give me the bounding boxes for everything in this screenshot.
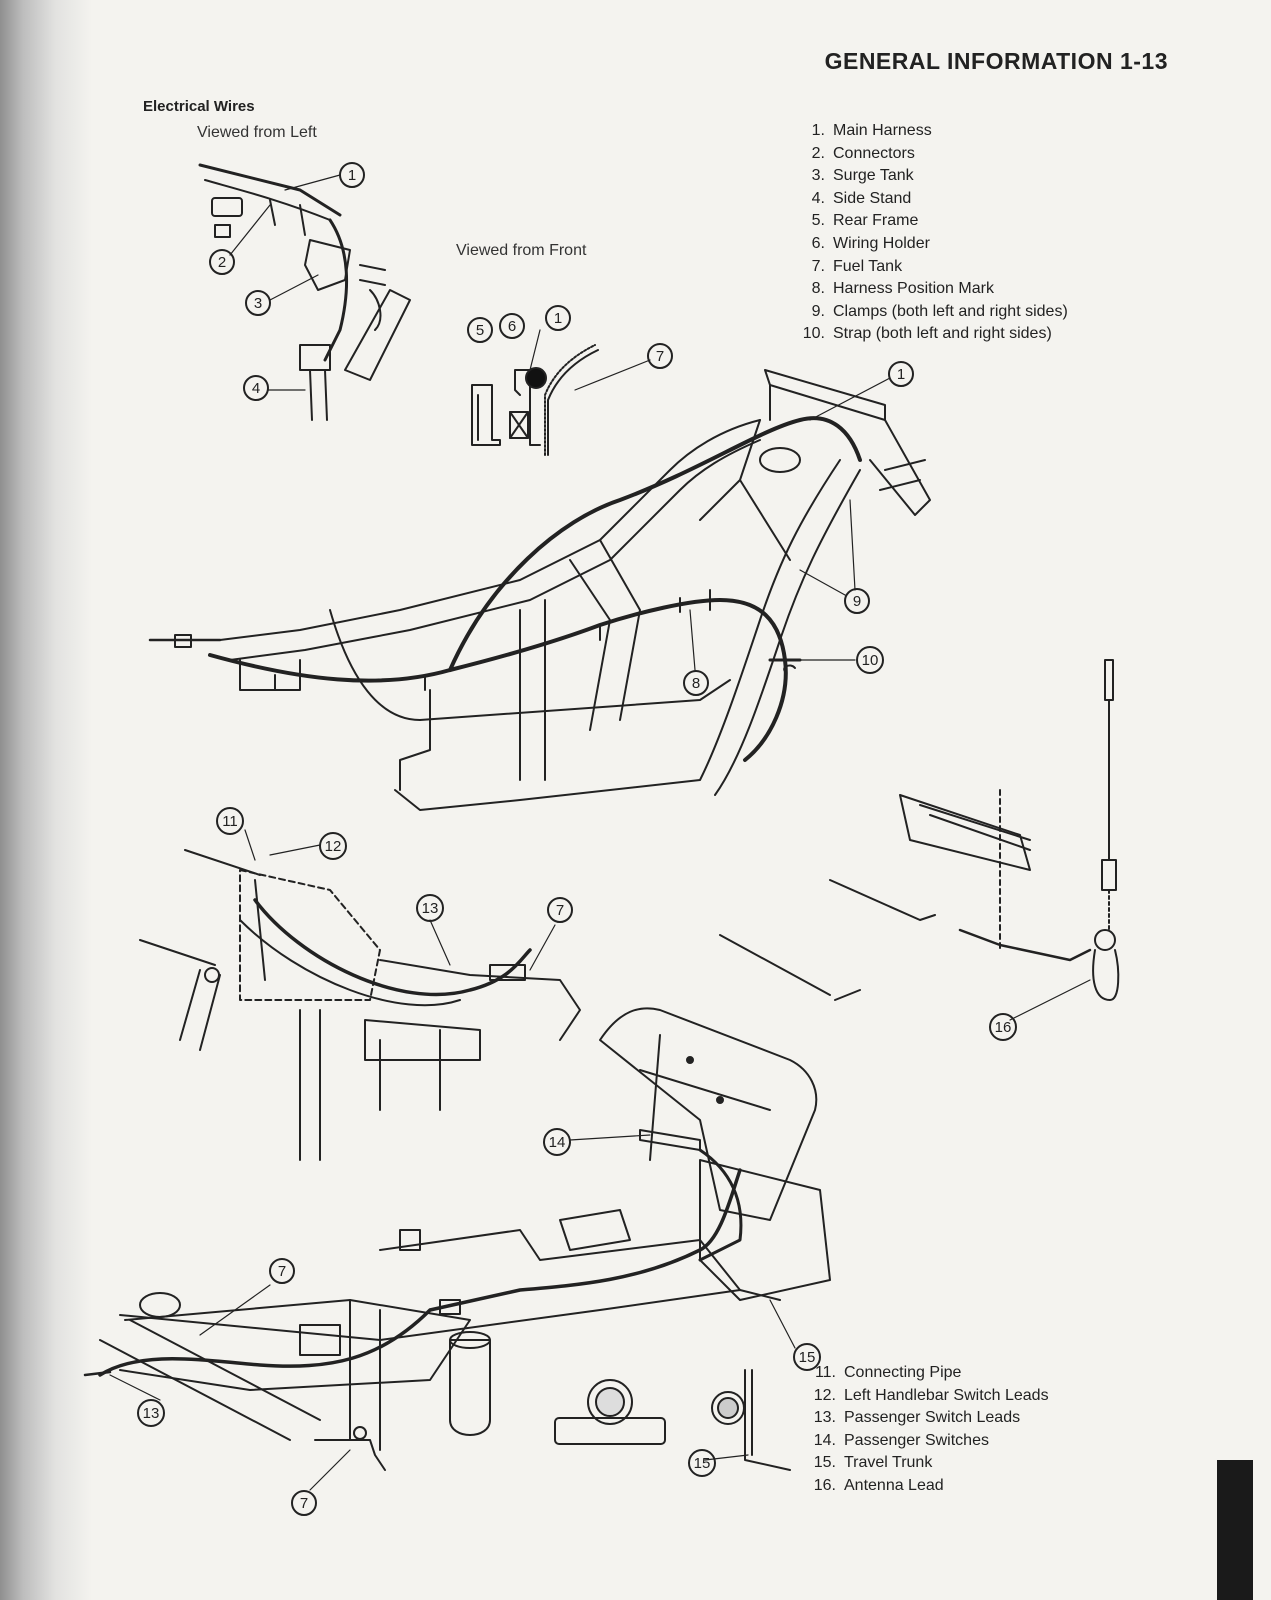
svg-text:3: 3 <box>254 295 262 312</box>
view-label-front: Viewed from Front <box>456 242 587 259</box>
svg-text:12: 12 <box>325 838 342 855</box>
callout-7-lower: 7 <box>269 1258 295 1284</box>
callout-11: 11 <box>216 807 244 835</box>
callout-15-detail: 15 <box>688 1449 716 1477</box>
svg-text:1: 1 <box>554 310 562 327</box>
svg-text:15: 15 <box>799 1349 816 1366</box>
legend-item: 16.Antenna Lead <box>813 1476 944 1494</box>
svg-text:13: 13 <box>143 1405 160 1422</box>
callout-13-upper: 13 <box>416 894 444 922</box>
callout-5: 5 <box>467 317 493 343</box>
callout-7-handlebar: 7 <box>547 897 573 923</box>
svg-text:9: 9 <box>853 593 861 610</box>
legend-item: 4.Side Stand <box>811 189 912 207</box>
legend-item: 8.Harness Position Mark <box>811 280 994 298</box>
legend-item: 12.Left Handlebar Switch Leads <box>813 1386 1049 1404</box>
callout-4: 4 <box>243 375 269 401</box>
svg-text:6: 6 <box>508 318 516 335</box>
callout-9: 9 <box>844 588 870 614</box>
callout-8: 8 <box>683 670 709 696</box>
svg-text:1: 1 <box>897 366 905 383</box>
callout-1-front: 1 <box>545 305 571 331</box>
detail-insets <box>314 1369 791 1471</box>
svg-text:10: 10 <box>862 652 879 669</box>
legend-item: 3.Surge Tank <box>811 167 914 185</box>
main-frame-illustration <box>148 369 931 811</box>
legend-item: 1.Main Harness <box>811 122 932 139</box>
callout-7-detail: 7 <box>291 1490 317 1516</box>
svg-text:7: 7 <box>278 1263 286 1280</box>
svg-text:4: 4 <box>252 380 260 397</box>
svg-text:2: 2 <box>218 254 226 271</box>
callout-3: 3 <box>245 290 271 316</box>
legend-item: 5.Rear Frame <box>811 212 919 230</box>
section-tab-marker <box>1217 1460 1253 1600</box>
handlebar-illustration <box>139 849 581 1161</box>
svg-text:16: 16 <box>995 1019 1012 1036</box>
view-label-left: Viewed from Left <box>197 124 317 141</box>
legend-top: 1.Main Harness 2.Connectors 3.Surge Tank… <box>795 120 1068 346</box>
leader-lines <box>109 174 1091 1491</box>
svg-text:7: 7 <box>556 902 564 919</box>
legend-item: 13.Passenger Switch Leads <box>813 1409 1021 1427</box>
left-view-illustration <box>198 163 411 421</box>
legend-item: 6.Wiring Holder <box>811 234 930 252</box>
svg-text:7: 7 <box>656 348 664 365</box>
svg-text:7: 7 <box>300 1495 308 1512</box>
legend-item: 14.Passenger Switches <box>813 1431 989 1449</box>
callout-1-left: 1 <box>339 162 365 188</box>
legend-bottom: 11.Connecting Pipe 12.Left Handlebar Swi… <box>806 1362 1049 1498</box>
callout-6: 6 <box>499 313 525 339</box>
lower-frame-illustration <box>83 1168 781 1451</box>
front-view-illustration <box>471 344 599 456</box>
seat-trunk-illustration <box>599 1007 831 1301</box>
callout-13-lower: 13 <box>137 1399 165 1427</box>
svg-text:1: 1 <box>348 167 356 184</box>
callout-10: 10 <box>856 646 884 674</box>
svg-text:13: 13 <box>422 900 439 917</box>
legend-item: 10.Strap (both left and right sides) <box>802 325 1052 343</box>
antenna-illustration <box>719 659 1120 1001</box>
callout-14: 14 <box>543 1128 571 1156</box>
legend-item: 11.Connecting Pipe <box>814 1364 962 1381</box>
svg-text:8: 8 <box>692 675 700 692</box>
legend-item: 9.Clamps (both left and right sides) <box>811 302 1068 320</box>
legend-item: 2.Connectors <box>811 144 915 162</box>
callout-12: 12 <box>319 832 347 860</box>
svg-text:11: 11 <box>222 813 238 830</box>
callout-2: 2 <box>209 249 235 275</box>
legend-item: 15.Travel Trunk <box>813 1454 933 1472</box>
svg-text:14: 14 <box>549 1134 566 1151</box>
svg-text:5: 5 <box>476 322 484 339</box>
callout-7-front: 7 <box>647 343 673 369</box>
callout-1-frame: 1 <box>888 361 914 387</box>
binding-shadow <box>0 0 92 1600</box>
callout-15-trunk: 15 <box>793 1343 821 1371</box>
svg-text:15: 15 <box>694 1455 711 1472</box>
page-header: GENERAL INFORMATION 1-13 <box>824 48 1168 74</box>
section-title: Electrical Wires <box>143 98 255 115</box>
legend-item: 7.Fuel Tank <box>811 257 903 275</box>
callout-16: 16 <box>989 1013 1017 1041</box>
